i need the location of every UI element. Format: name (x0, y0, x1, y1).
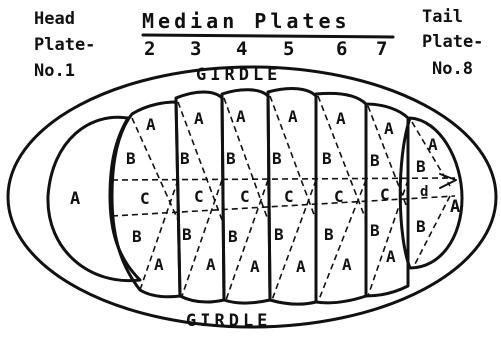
tail-plate-region-b-lower: B (416, 217, 426, 236)
plate7-region-c: C (380, 185, 390, 204)
head-label-line3: No.1 (34, 61, 75, 81)
median-number: 7 (376, 38, 387, 60)
median-plates-title: Median Plates (142, 9, 351, 33)
plate4-region-a-upper: A (236, 107, 246, 126)
tail-plate-region-b-upper: B (416, 157, 426, 176)
plate5-region-b-upper: B (272, 149, 282, 168)
head-label-line1: Head (34, 9, 75, 29)
plate2-region-b-upper: B (126, 149, 136, 168)
plate7-region-a-lower: A (386, 247, 396, 266)
head-plate (48, 117, 140, 280)
plate4-region-b-upper: B (226, 149, 236, 168)
plate4-region-c: C (240, 187, 250, 206)
median-number: 4 (236, 38, 247, 60)
plate3-region-a-upper: A (194, 109, 204, 128)
median-number: 2 (144, 38, 155, 60)
tail-label-line3: No.8 (432, 59, 473, 79)
plate7-region-b-upper: B (370, 151, 380, 170)
plate6-region-b-upper: B (322, 149, 332, 168)
plate6-region-a-upper: A (336, 109, 346, 128)
plate3-region-c: C (194, 187, 204, 206)
head-label-line2: Plate- (34, 35, 95, 55)
median-numbers: 2 3 4 5 6 7 (144, 38, 387, 60)
median-number: 3 (190, 38, 201, 60)
plate2-region-c: C (140, 189, 150, 208)
tail-label-line1: Tail (422, 7, 463, 27)
median-underline (143, 35, 393, 37)
median-number: 6 (336, 38, 347, 60)
plate7-region-b-lower: B (370, 221, 380, 240)
tail-label-line2: Plate- (422, 32, 483, 52)
tail-plate-region-d: d (420, 184, 428, 200)
plate6-region-c: C (334, 187, 344, 206)
plate7-region-a-upper: A (384, 119, 394, 138)
plate2-region-a-upper: A (146, 115, 156, 134)
centre-band-upper-line (112, 178, 455, 180)
plate5-region-a-lower: A (296, 257, 306, 276)
plate4-region-a-lower: A (250, 257, 260, 276)
plate5-region-b-lower: B (274, 225, 284, 244)
tail-plate-region-a-upper: A (428, 135, 438, 154)
plate4-region-b-lower: B (228, 227, 238, 246)
plate6-region-a-lower: A (342, 255, 352, 274)
plate3-region-b-upper: B (180, 149, 190, 168)
girdle-label-bottom: GIRDLE (186, 311, 271, 331)
plate3-region-b-lower: B (182, 225, 192, 244)
plate5-region-c: C (284, 187, 294, 206)
plate2-region-b-lower: B (132, 227, 142, 246)
tail-region-a: A (450, 197, 460, 217)
plate3-region-a-lower: A (206, 255, 216, 274)
head-plate-region-a: A (70, 189, 80, 209)
plate2-region-a-lower: A (154, 255, 164, 274)
median-number: 5 (283, 38, 294, 60)
plate5-region-a-upper: A (288, 107, 298, 126)
girdle-label-top: GIRDLE (196, 65, 281, 85)
plate6-region-b-lower: B (324, 225, 334, 244)
centre-arrow-head (440, 174, 456, 188)
